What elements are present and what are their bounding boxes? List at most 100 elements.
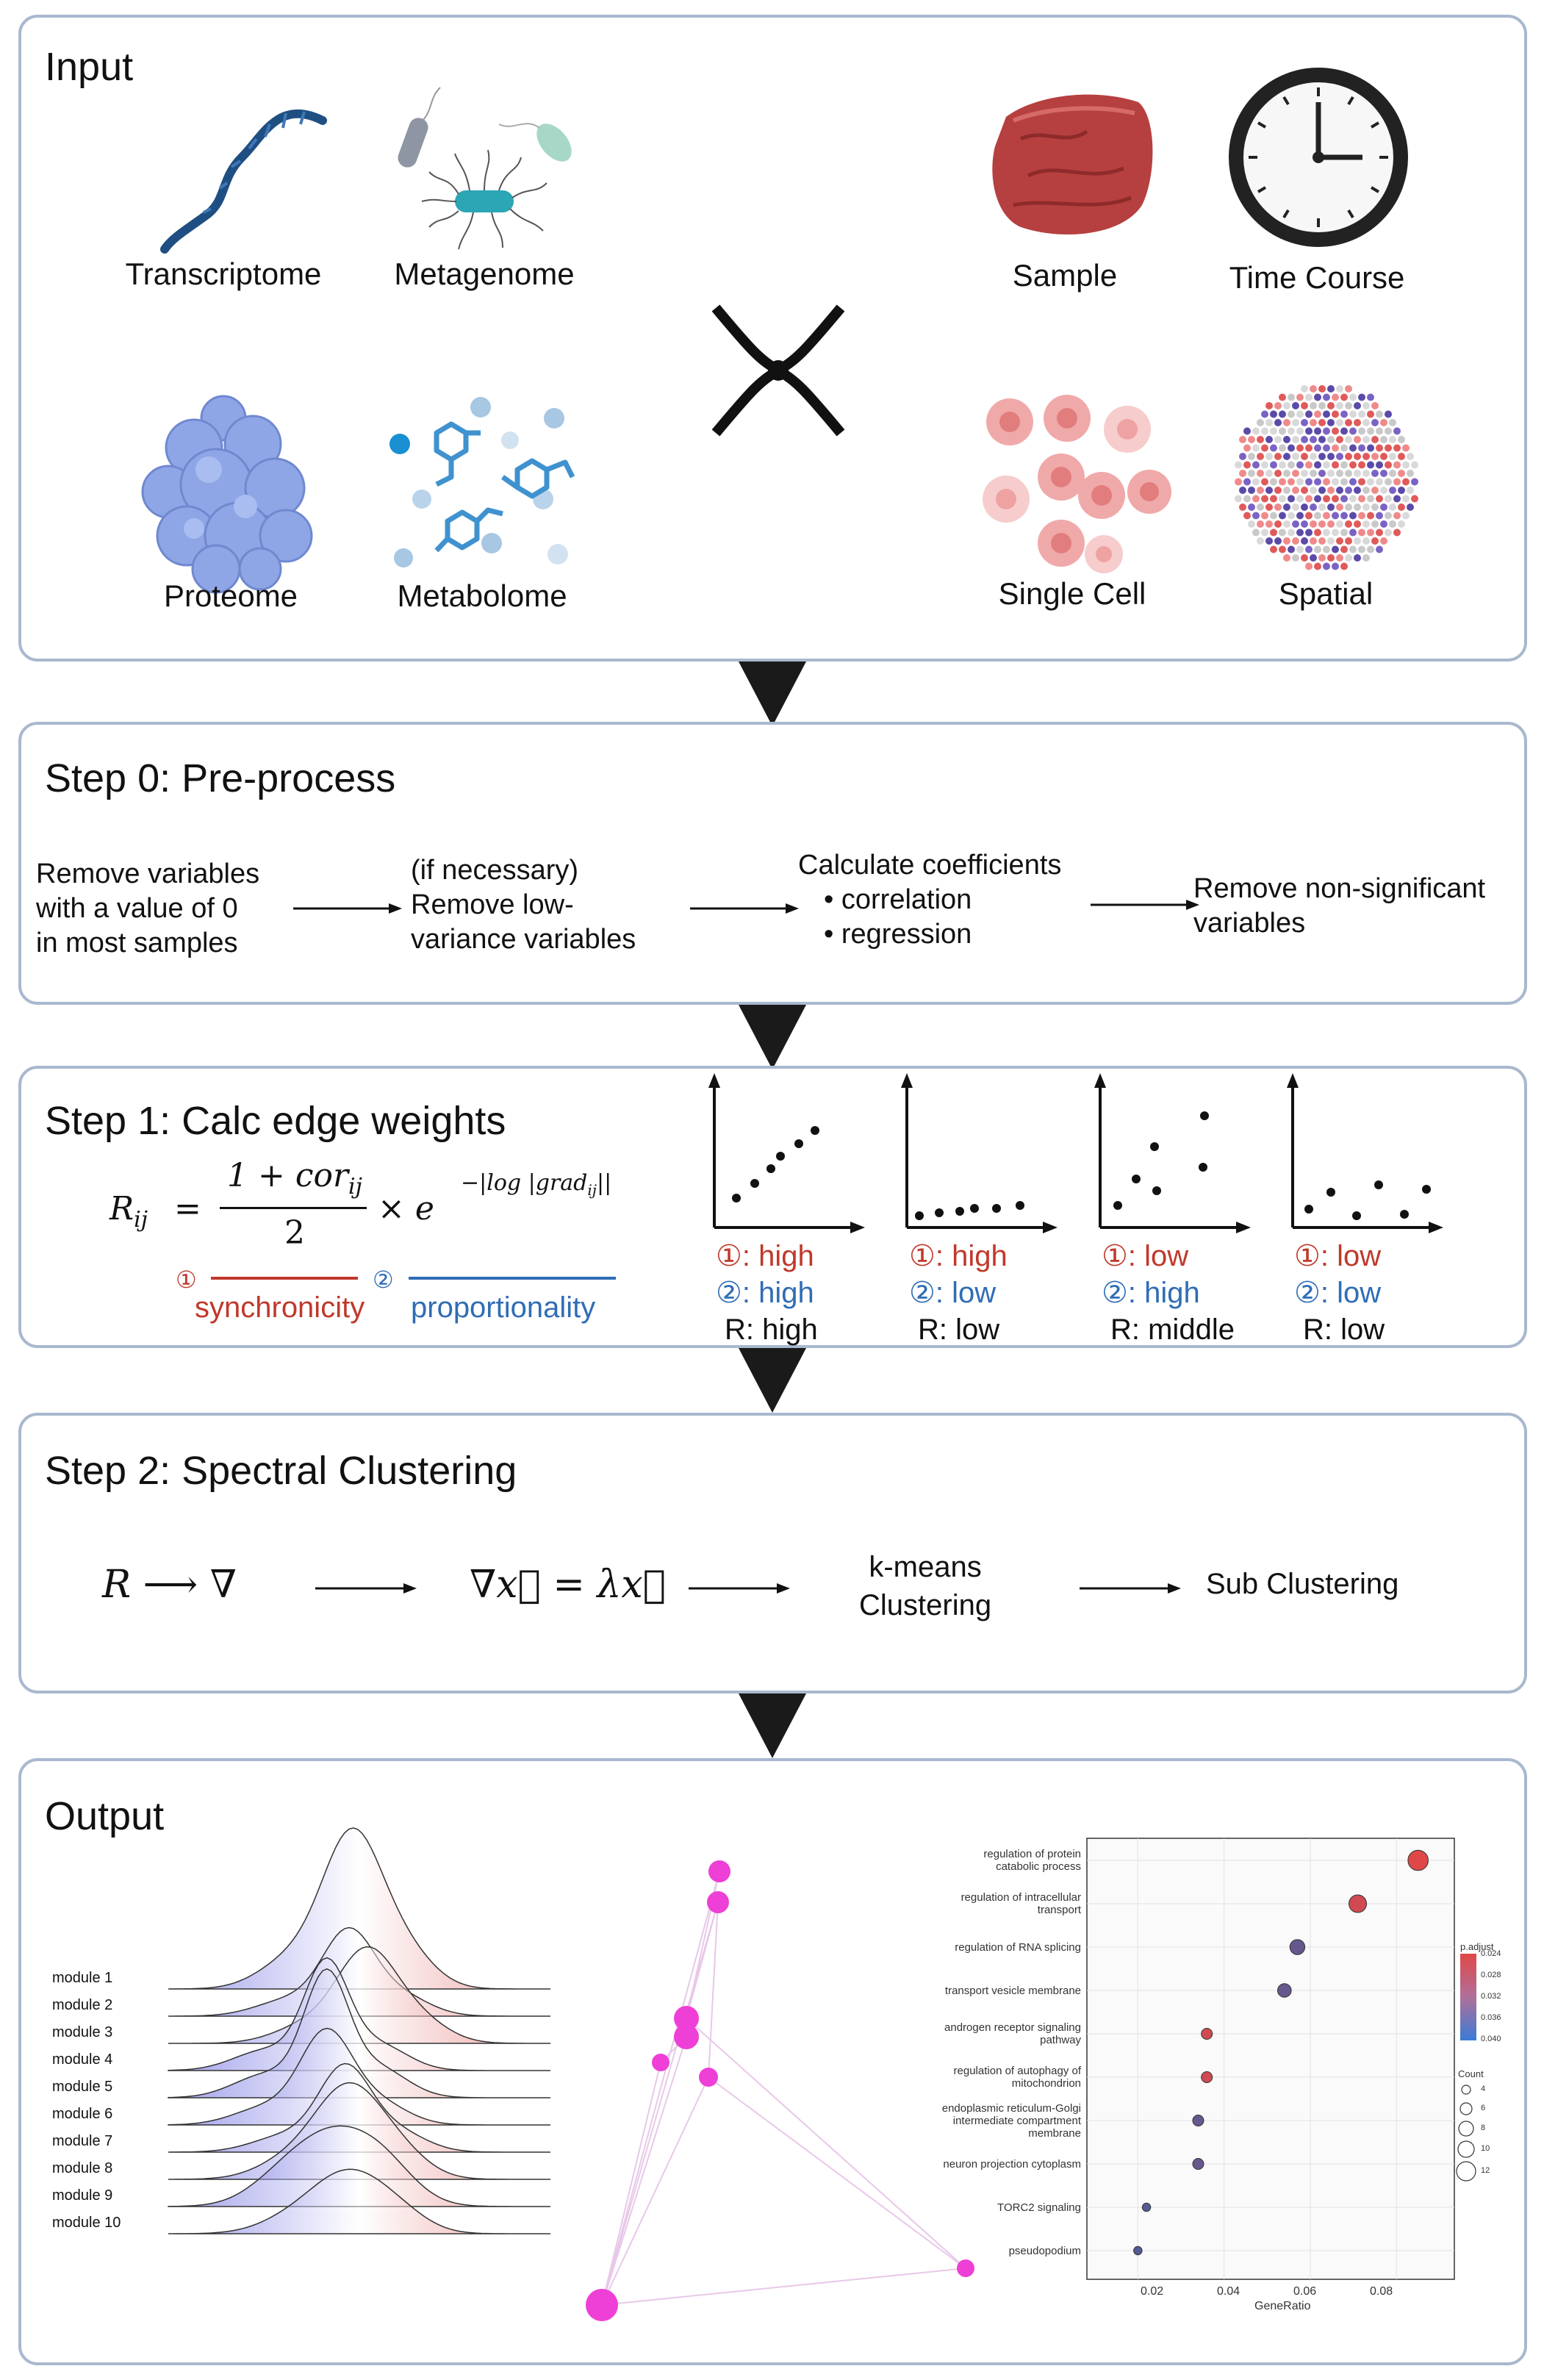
spatial-spot [1336, 385, 1343, 393]
spatial-spot [1332, 393, 1339, 401]
spatial-spot [1257, 436, 1264, 443]
spatial-spot [1362, 537, 1370, 545]
spatial-spot [1318, 487, 1326, 494]
spatial-spot [1345, 503, 1352, 511]
spatial-spot [1323, 545, 1330, 553]
go-dot [1133, 2245, 1143, 2256]
spatial-spot [1292, 537, 1299, 545]
spatial-spot [1371, 402, 1379, 409]
spatial-spot [1323, 495, 1330, 503]
spatial-spot [1235, 478, 1242, 486]
step1-title: Step 1: Calc edge weights [45, 1099, 506, 1143]
spatial-spot [1279, 512, 1286, 520]
spatial-spot [1283, 554, 1290, 562]
protein-icon [141, 395, 313, 594]
go-term-label: regulation of RNA splicing [955, 1940, 1081, 1954]
spatial-spot [1305, 478, 1313, 486]
spatial-spot [1305, 461, 1313, 469]
go-dot [1192, 2158, 1204, 2170]
spatial-spot [1371, 520, 1379, 528]
spatial-spot [1389, 470, 1396, 477]
spatial-spot [1296, 545, 1304, 553]
omics-label-metabolome: Metabolome [397, 578, 567, 613]
spatial-spot [1385, 495, 1392, 503]
spatial-spot [1318, 470, 1326, 477]
spatial-spot [1402, 495, 1410, 503]
spatial-spot [1354, 554, 1361, 562]
omics-label-transcriptome: Transcriptome [125, 257, 322, 291]
spatial-spot [1252, 512, 1260, 520]
spatial-spot [1261, 528, 1268, 537]
spatial-spot [1318, 503, 1326, 511]
spatial-spot [1310, 385, 1317, 393]
go-dot [1289, 1939, 1306, 1955]
spatial-spot [1345, 436, 1352, 443]
spatial-spot [1371, 503, 1379, 511]
spatial-spot [1371, 453, 1379, 460]
spatial-spot [1358, 427, 1365, 435]
spatial-spot [1305, 427, 1313, 435]
spatial-spot [1336, 487, 1343, 494]
spatial-spot [1288, 545, 1295, 553]
spatial-spot [1376, 461, 1383, 469]
module-label: module 10 [52, 2215, 121, 2231]
spatial-spot [1340, 427, 1348, 435]
spatial-spot [1283, 503, 1290, 511]
spatial-spot [1323, 410, 1330, 418]
step2-expr-laplacian: R ⟶ ∇ [102, 1563, 237, 1607]
spatial-spot [1376, 444, 1383, 452]
spatial-spot [1362, 470, 1370, 477]
spatial-spot [1362, 402, 1370, 409]
spatial-spot [1362, 453, 1370, 460]
spatial-spot [1318, 453, 1326, 460]
spatial-spot [1270, 495, 1277, 503]
spatial-spot [1380, 537, 1387, 545]
spatial-spot [1407, 503, 1414, 511]
formula: Rij = 1 + corij 2 × e −|log |gradij|| [109, 1157, 612, 1252]
spatial-spot [1336, 436, 1343, 443]
spatial-spot [1340, 410, 1348, 418]
spatial-spot [1340, 528, 1348, 537]
spatial-spot [1336, 520, 1343, 528]
spatial-spot [1323, 427, 1330, 435]
spatial-spot [1305, 444, 1313, 452]
spatial-spot [1305, 562, 1313, 570]
spatial-spot [1288, 495, 1295, 503]
spatial-spot [1283, 436, 1290, 443]
spatial-spot [1385, 528, 1392, 537]
xtick: 0.04 [1217, 2285, 1240, 2298]
spatial-spot [1296, 495, 1304, 503]
step1-panel: Step 1: Calc edge weights Rij = 1 + cori… [18, 1066, 1527, 1348]
spatial-spot [1310, 537, 1317, 545]
spatial-spot [1243, 512, 1251, 520]
step0-box2: (if necessary) Remove low- variance vari… [411, 855, 636, 955]
spatial-spot [1367, 495, 1374, 503]
spatial-spot [1358, 528, 1365, 537]
spatial-spot [1261, 427, 1268, 435]
spatial-spot [1389, 520, 1396, 528]
spatial-spot [1265, 453, 1273, 460]
spatial-spot [1239, 487, 1246, 494]
spatial-spot [1265, 419, 1273, 426]
spatial-spot [1362, 487, 1370, 494]
spatial-spot [1296, 528, 1304, 537]
step2-expr-eigen: ∇x⃗ = λx⃗ [470, 1563, 666, 1607]
bacteria-icon [398, 87, 572, 250]
spatial-spot [1314, 444, 1321, 452]
spatial-spot [1380, 453, 1387, 460]
spatial-spot [1340, 562, 1348, 570]
spatial-spot [1257, 419, 1264, 426]
spatial-spot [1274, 470, 1282, 477]
flow-arrow-4 [739, 1693, 806, 1758]
spatial-spot [1340, 393, 1348, 401]
spatial-spot [1376, 478, 1383, 486]
spatial-spot [1292, 487, 1299, 494]
step2-arrow-1 [315, 1583, 417, 1594]
spatial-spot [1367, 461, 1374, 469]
spatial-spot [1389, 503, 1396, 511]
spatial-spot [1310, 436, 1317, 443]
spatial-spot [1248, 487, 1255, 494]
spatial-spot [1318, 554, 1326, 562]
